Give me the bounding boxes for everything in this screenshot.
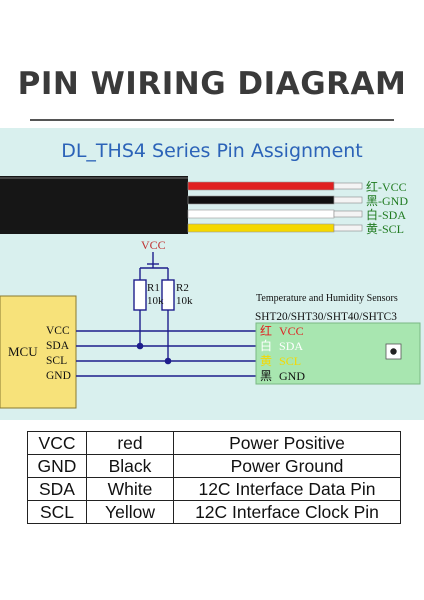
svg-text:黑 GND: 黑 GND [260,369,305,383]
mcu-block: MCU VCC SDA SCL GND [0,295,77,409]
sensor-pin-gnd: GND [279,369,305,383]
wire-black [187,195,335,205]
cable-label-scl: 黄-SCL [366,222,404,236]
table-cell-color: Yellow [86,500,174,524]
mcu-box [0,295,77,409]
table-row: GND Black Power Ground [27,454,401,478]
sensor-heading: Temperature and Humidity Sensors [256,293,398,304]
table-cell-pin: VCC [27,431,87,455]
sensor-chip-port [390,348,397,355]
sensor-pin-scl: SCL [279,354,301,368]
table-cell-function: Power Positive [173,431,401,455]
table-cell-function: 12C Interface Clock Pin [173,500,401,524]
mcu-pin-sda: SDA [46,340,70,352]
r1-value: 10k [147,295,164,307]
sensor-pin-sda: SDA [279,339,303,353]
wire-red [187,181,335,191]
mcu-label: MCU [8,344,38,359]
sensor-models: SHT20/SHT30/SHT40/SHTC3 [255,311,397,323]
cable-label-sda: 白-SDA [366,207,406,222]
table-cell-color: Black [86,454,174,478]
sensor-pin-vcc: VCC [279,324,304,338]
table-cell-function: 12C Interface Data Pin [173,477,401,501]
diagram-subtitle: DL_THS4 Series Pin Assignment [61,140,363,162]
table-row: VCC red Power Positive [27,431,401,455]
svg-text:白 SDA: 白 SDA [260,338,303,353]
wire-tip-white [333,210,363,218]
pin-table: VCC red Power Positive GND Black Power G… [27,431,401,524]
cable: 红-VCC 黑-GND 白-SDA 黄-SCL [0,176,408,236]
cable-label-vcc: 红-VCC [366,179,407,194]
r2-body [161,279,175,311]
r1-name: R1 [147,282,160,294]
page-title: PIN WIRING DIAGRAM [17,66,407,102]
cable-label-gnd: 黑-GND [366,194,408,208]
cable-highlight [0,177,188,179]
junction-scl [164,357,172,365]
wire-tip-yellow [333,224,363,232]
wiring-diagram: 红-VCC 黑-GND 白-SDA 黄-SCL VCC R1 10k R2 10… [0,176,421,409]
mcu-pin-vcc: VCC [46,325,70,337]
vcc-supply-label: VCC [141,238,166,252]
mcu-pin-gnd: GND [46,370,71,382]
svg-text:黄 SCL: 黄 SCL [260,354,301,368]
table-cell-color: red [86,431,174,455]
junction-sda [136,342,144,350]
table-cell-pin: GND [27,454,87,478]
wire-tip-red [333,182,363,190]
r1-body [133,279,147,311]
sensor-pin-cn-vcc: 红 [260,323,272,338]
r2-value: 10k [176,295,193,307]
sensor-pin-cn-sda: 白 [260,338,272,353]
svg-text:红 VCC: 红 VCC [260,323,304,338]
wire-tip-black [333,196,363,204]
sensor-pin-cn-gnd: 黑 [260,369,272,383]
mcu-pin-scl: SCL [46,355,67,367]
table-cell-function: Power Ground [173,454,401,478]
r2-name: R2 [176,282,189,294]
wire-yellow [187,223,335,233]
table-cell-pin: SDA [27,477,87,501]
cable-sheath [0,176,188,234]
table-row: SCL Yellow 12C Interface Clock Pin [27,500,401,524]
bus-wires [76,330,256,377]
table-cell-pin: SCL [27,500,87,524]
sensor-pin-cn-scl: 黄 [260,354,272,368]
table-cell-color: White [86,477,174,501]
title-divider [30,119,394,121]
pullup-resistors: VCC R1 10k R2 10k [133,238,193,361]
sensor-board: Temperature and Humidity Sensors SHT20/S… [255,293,421,385]
wire-white [187,209,335,219]
table-row: SDA White 12C Interface Data Pin [27,477,401,501]
